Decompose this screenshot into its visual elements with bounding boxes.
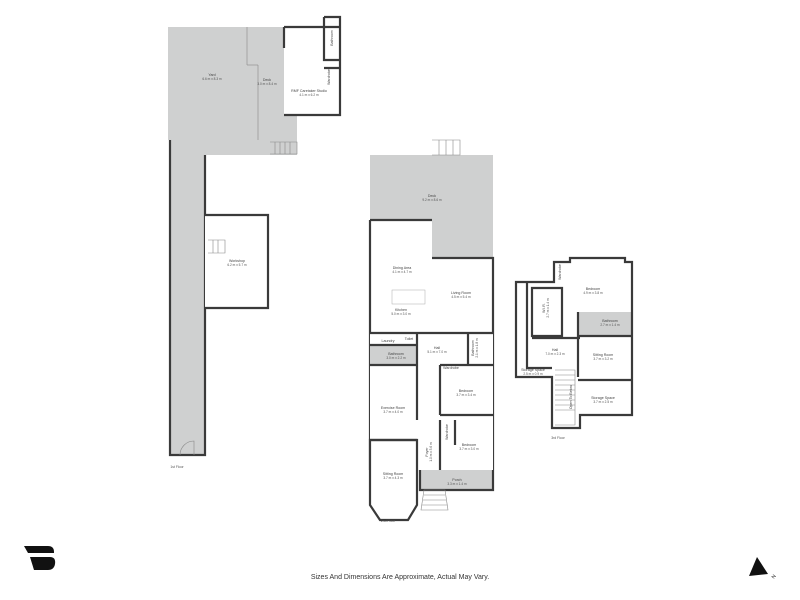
room-dimensions: 3.7 m x 2.5 m	[593, 400, 613, 404]
room-dimensions: 3.7 m x 4.0 m	[383, 410, 403, 414]
room-label: Bedroom	[459, 389, 474, 393]
room-label: Dining Area	[393, 266, 412, 270]
room-label: Yard	[208, 73, 215, 77]
room-dimensions: 5.1 m x 7.0 m	[427, 350, 447, 354]
workshop-room	[205, 215, 268, 308]
room-dimensions: 3.7 m x 3.4 m	[456, 393, 476, 397]
north-arrow-icon: N	[749, 557, 778, 580]
room-label: Bathroom	[471, 340, 475, 356]
room-dimensions: 3.0 m x 2.2 m	[386, 356, 406, 360]
room-label: Foyer	[425, 447, 429, 457]
room-label: Deck	[263, 78, 271, 82]
room-dimensions: 3.3 m x 1.4 m	[447, 482, 467, 486]
room-label: Living Room	[451, 291, 471, 295]
floor-label: 1st Floor	[170, 465, 184, 469]
room-dimensions: 2.7 m x 1.4 m	[600, 323, 620, 327]
room-dimensions: 7.0 m x 2.3 m	[545, 352, 565, 356]
room-label: Wardrobe	[558, 264, 562, 280]
room-label: Wardrobe	[445, 424, 449, 440]
room-label: Hall	[552, 348, 558, 352]
room-label: Exercise Room	[381, 406, 405, 410]
room-label: Bathroom	[388, 352, 404, 356]
room-label: Bedroom	[586, 287, 601, 291]
room-dimensions: 4.9 m x 3.8 m	[583, 291, 603, 295]
deck-area	[370, 155, 493, 258]
room-label: Open To Below	[569, 384, 573, 409]
room-label: Hall	[434, 346, 440, 350]
sitting-room-bay	[368, 438, 419, 522]
disclaimer: Sizes And Dimensions Are Approximate, Ac…	[310, 574, 490, 581]
room-label: Storage Space	[591, 396, 615, 400]
floor-label: 3rd Floor	[551, 436, 565, 440]
third-floor-plan: Bedroom 4.9 m x 3.8 m Wardrobe W.I.R. 2.…	[514, 256, 634, 440]
second-floor-plan: Deck 9.2 m x 8.6 m Dining Area 4.1 m x 4…	[368, 139, 495, 523]
first-floor-plan: Yard 6.6 m x 8.3 m Deck 3.0 m x 8.4 m RM…	[168, 15, 342, 469]
room-label: Workshop	[229, 259, 245, 263]
kitchen-island	[391, 289, 426, 305]
side-passage	[170, 155, 205, 455]
dining-living-area	[370, 220, 493, 333]
room-label: Wardrobe	[327, 69, 331, 85]
room-dimensions: 5.0 m x 3.0 m	[391, 312, 411, 316]
room-label: Kitchen	[395, 308, 407, 312]
room-label: Bathroom	[602, 319, 618, 323]
compass-letter: N	[771, 573, 778, 580]
room-dimensions: 4.5 m x 5.4 m	[451, 295, 471, 299]
room-dimensions: 3.7 m x 3.0 m	[459, 447, 479, 451]
room-dimensions: 3.7 m x 4.3 m	[383, 476, 403, 480]
room-dimensions: 2.1 m x 1.8 m	[475, 338, 479, 358]
room-label: Porch	[452, 478, 461, 482]
room-label: Sitting Room	[593, 353, 614, 357]
porch-area	[420, 470, 493, 490]
room-label: Toilet	[405, 337, 413, 341]
room-dimensions: 2.7 m x 1.4 m	[546, 298, 550, 318]
room-dimensions: 4.1 m x 6.2 m	[299, 93, 319, 97]
room-dimensions: 3.0 m x 8.4 m	[257, 82, 277, 86]
room-label: Wardrobe	[443, 366, 459, 370]
room-dimensions: 2.5 m x 0.9 m	[523, 372, 543, 376]
room-dimensions: 6.6 m x 8.3 m	[202, 77, 222, 81]
studio-room	[284, 27, 340, 115]
room-label: Storage Space	[521, 368, 545, 372]
room-dimensions: 4.1 m x 4.7 m	[392, 270, 412, 274]
room-label: Bathroom	[330, 30, 334, 46]
room-label: Bedroom	[462, 443, 477, 447]
floor-label: 2nd Floor	[381, 519, 396, 523]
room-label: W.I.R.	[542, 303, 546, 313]
room-dimensions: 3.7 m x 3.2 m	[593, 357, 613, 361]
room-label: Sitting Room	[383, 472, 404, 476]
room-dimensions: 6.2 m x 5.7 m	[227, 263, 247, 267]
room-label: Deck	[428, 194, 436, 198]
yard-area	[168, 27, 297, 140]
room-label: RMF Caretaker Studio	[291, 89, 327, 93]
room-dimensions: 1.0 m x 3.6 m	[429, 442, 433, 462]
room-dimensions: 9.2 m x 8.6 m	[422, 198, 442, 202]
brand-logo	[24, 546, 56, 570]
room-label: Laundry	[382, 339, 395, 343]
